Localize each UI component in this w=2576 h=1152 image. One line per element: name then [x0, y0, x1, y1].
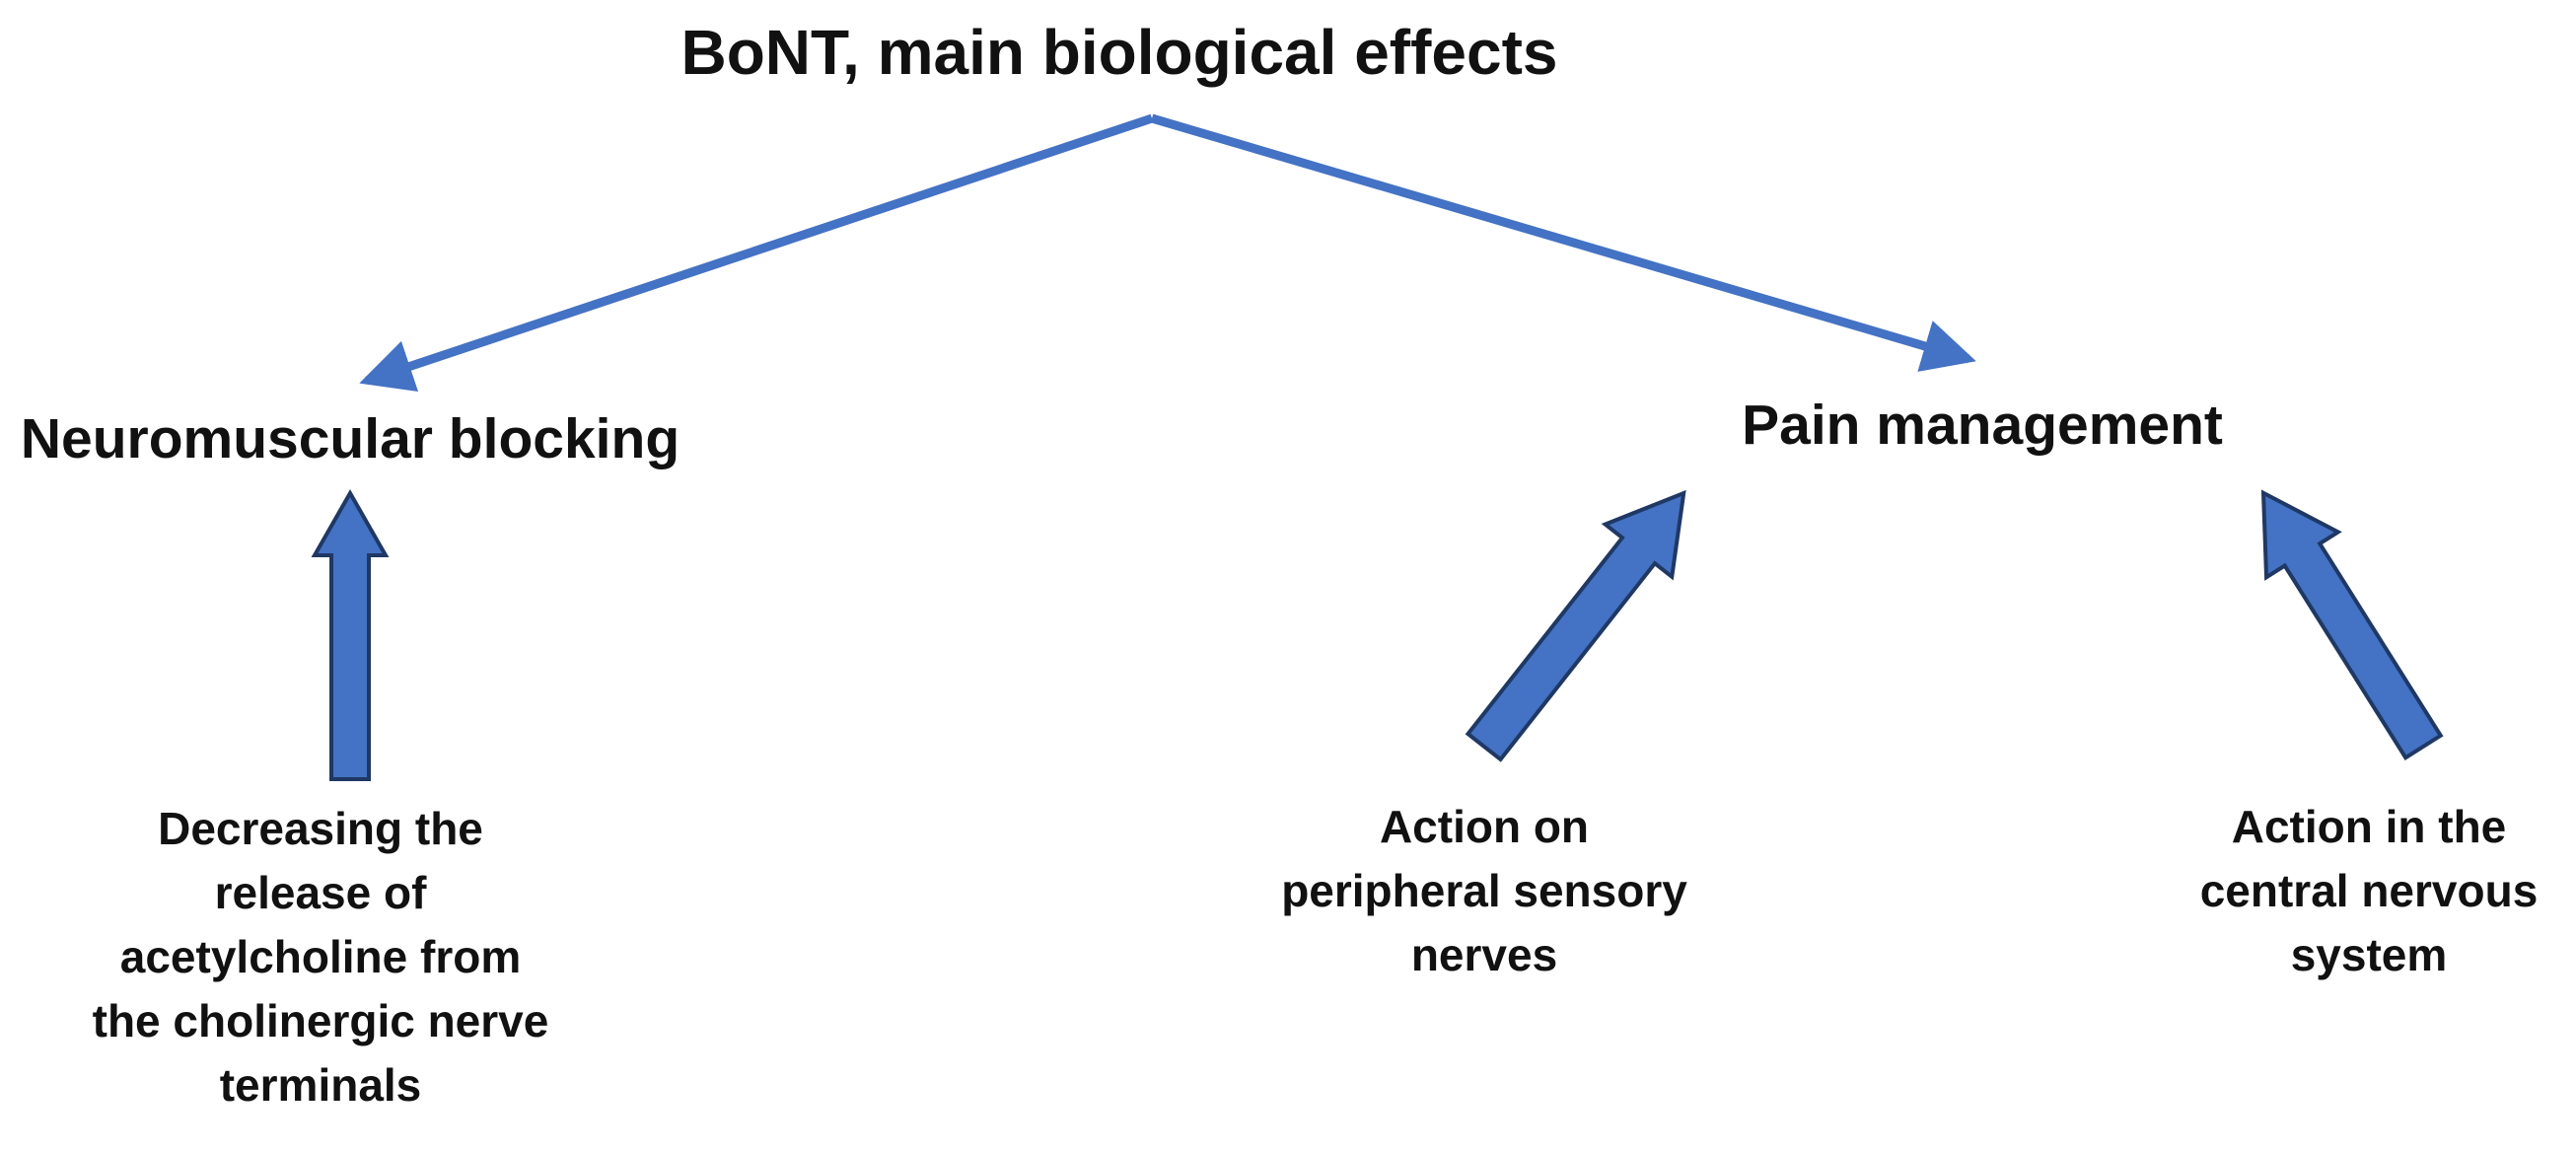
node-central-nervous-system: Action in the central nervous system: [2199, 801, 2539, 980]
diagram-title: BoNT, main biological effects: [680, 17, 1558, 88]
node-peripheral-sensory-nerves: Action on peripheral sensory nerves: [1281, 801, 1687, 980]
node-pain-management: Pain management: [1742, 394, 2223, 457]
up-arrow-peripheral-icon: [1465, 489, 1686, 762]
up-arrow-central-icon: [2260, 489, 2444, 760]
up-arrow-neuromuscular-icon: [311, 488, 390, 781]
branch-connector-left-arrow-icon: [359, 113, 1154, 393]
branch-connector-right-arrow-icon: [1150, 113, 1976, 372]
node-neuromuscular-blocking: Neuromuscular blocking: [20, 407, 680, 470]
node-acetylcholine-release: Decreasing the release of acetylcholine …: [92, 803, 549, 1111]
